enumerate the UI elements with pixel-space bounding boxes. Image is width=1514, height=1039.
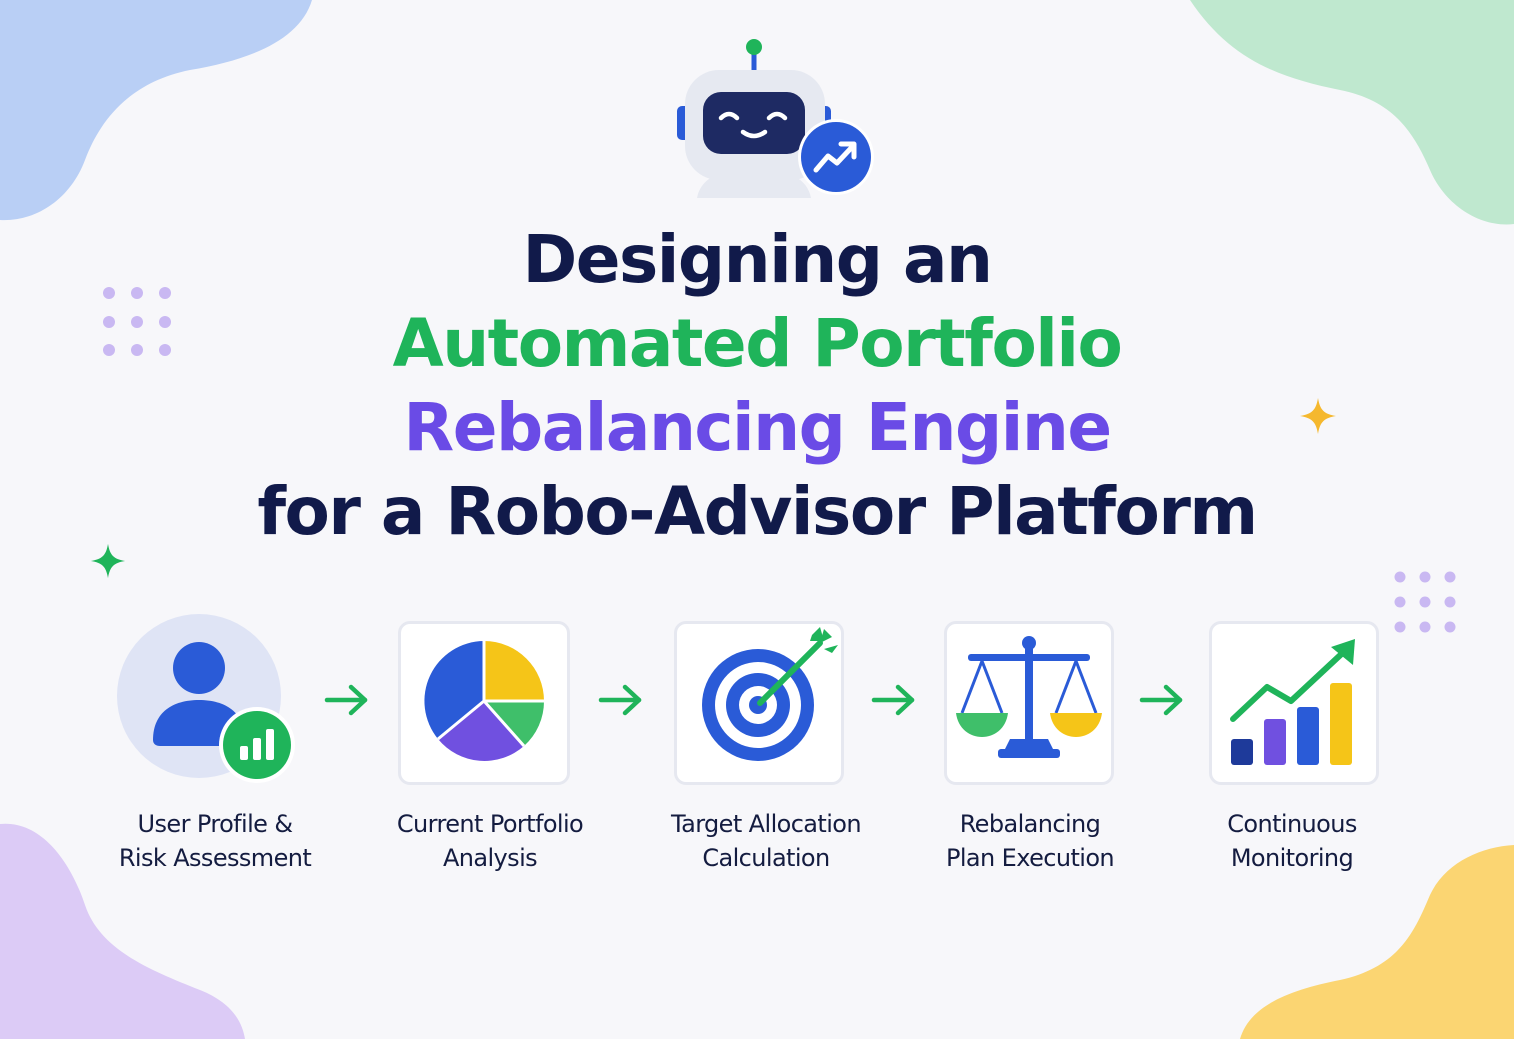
target-icon (702, 627, 838, 761)
user-profile-icon (117, 614, 295, 783)
blob-bottom-left (0, 823, 245, 1039)
step-label: Current Portfolio Analysis (370, 807, 610, 875)
arrow-right-icon (871, 684, 915, 716)
arrow-right-icon (598, 684, 642, 716)
sparkle-icon (90, 543, 126, 579)
title-block: Designing an Automated Portfolio Rebalan… (0, 218, 1514, 554)
dot-grid-left (103, 287, 171, 356)
title-line-2: Automated Portfolio (392, 305, 1123, 382)
step-label: User Profile & Risk Assessment (95, 807, 335, 875)
step-label-line-1: Continuous (1227, 810, 1357, 838)
step-label-line-2: Plan Execution (945, 844, 1115, 872)
step-label-line-1: Current Portfolio (396, 810, 584, 838)
blob-top-right (1190, 0, 1514, 225)
title-line-4: for a Robo-Advisor Platform (257, 473, 1258, 550)
balance-scale-icon (956, 636, 1102, 758)
step-label-line-2: Risk Assessment (118, 844, 312, 872)
sparkle-icon (1300, 398, 1336, 434)
arrow-right-icon (324, 684, 368, 716)
step-label: Target Allocation Calculation (646, 807, 886, 875)
trend-up-icon (813, 141, 857, 173)
robot-icon (677, 39, 874, 198)
step-label-line-1: Rebalancing (959, 810, 1101, 838)
step-label-line-1: User Profile & (137, 810, 294, 838)
arrow-right-icon (1139, 684, 1183, 716)
pie-chart-icon (424, 641, 545, 761)
step-label: Continuous Monitoring (1172, 807, 1412, 875)
step-label: Rebalancing Plan Execution (910, 807, 1150, 875)
title-line-1: Designing an (522, 221, 993, 298)
growth-chart-icon (1230, 639, 1355, 765)
blob-top-left (0, 0, 312, 221)
step-label-line-2: Monitoring (1230, 844, 1354, 872)
step-label-line-2: Calculation (702, 844, 830, 872)
title-line-3: Rebalancing Engine (403, 389, 1112, 466)
step-label-line-2: Analysis (442, 844, 538, 872)
dot-grid-right (1394, 571, 1456, 633)
blob-bottom-right (1240, 845, 1514, 1039)
step-label-line-1: Target Allocation (671, 810, 862, 838)
